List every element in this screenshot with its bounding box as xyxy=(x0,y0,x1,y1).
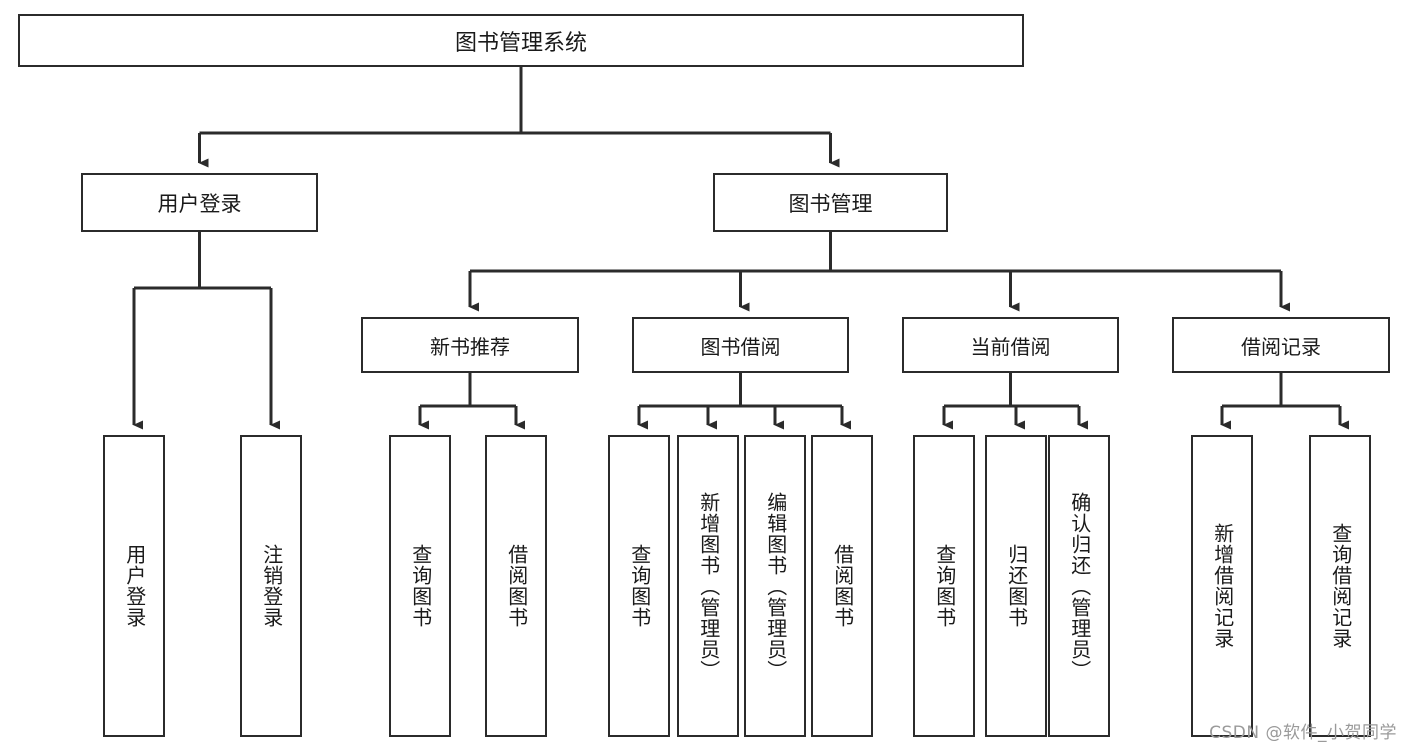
node-leaf-user-login[interactable]: 用户登录 xyxy=(103,435,165,737)
node-borrow-record[interactable]: 借阅记录 xyxy=(1172,317,1390,373)
node-label: 新书推荐 xyxy=(430,334,510,359)
node-leaf-confirm-return-admin[interactable]: 确认归还（管理员） xyxy=(1048,435,1110,737)
node-label: 用户登录 xyxy=(122,544,147,628)
node-book-manage[interactable]: 图书管理 xyxy=(713,173,948,232)
node-new-book-recommend[interactable]: 新书推荐 xyxy=(361,317,579,373)
node-label: 新增借阅记录 xyxy=(1210,523,1235,649)
node-label: 借阅记录 xyxy=(1241,334,1321,359)
node-label: 注销登录 xyxy=(259,544,284,628)
node-label: 查询借阅记录 xyxy=(1328,523,1353,649)
node-label: 图书借阅 xyxy=(700,334,781,359)
node-label: 借阅图书 xyxy=(504,544,529,628)
node-label: 用户登录 xyxy=(157,191,242,216)
node-label: 归还图书 xyxy=(1004,544,1029,628)
node-leaf-borrow-book-2[interactable]: 借阅图书 xyxy=(811,435,873,737)
node-book-borrow[interactable]: 图书借阅 xyxy=(632,317,849,373)
node-label: 新增图书（管理员） xyxy=(696,491,721,681)
node-label: 确认归还（管理员） xyxy=(1067,491,1092,681)
node-label: 查询图书 xyxy=(627,544,652,628)
node-label: 图书管理 xyxy=(788,191,873,216)
node-leaf-query-book-3[interactable]: 查询图书 xyxy=(913,435,975,737)
node-leaf-user-logout[interactable]: 注销登录 xyxy=(240,435,302,737)
node-leaf-add-book-admin[interactable]: 新增图书（管理员） xyxy=(677,435,739,737)
node-user-login[interactable]: 用户登录 xyxy=(81,173,318,232)
node-label: 查询图书 xyxy=(408,544,433,628)
node-leaf-add-borrow-record[interactable]: 新增借阅记录 xyxy=(1191,435,1253,737)
node-label: 当前借阅 xyxy=(970,334,1051,359)
node-leaf-borrow-book-1[interactable]: 借阅图书 xyxy=(485,435,547,737)
node-leaf-return-book[interactable]: 归还图书 xyxy=(985,435,1047,737)
node-current-borrow[interactable]: 当前借阅 xyxy=(902,317,1119,373)
node-leaf-edit-book-admin[interactable]: 编辑图书（管理员） xyxy=(744,435,806,737)
node-leaf-query-borrow-record[interactable]: 查询借阅记录 xyxy=(1309,435,1371,737)
node-label: 借阅图书 xyxy=(830,544,855,628)
csdn-watermark: CSDN @软件_小贺同学 xyxy=(1209,723,1397,743)
node-label: 图书管理系统 xyxy=(454,30,587,56)
node-label: 查询图书 xyxy=(932,544,957,628)
node-leaf-query-book-1[interactable]: 查询图书 xyxy=(389,435,451,737)
node-leaf-query-book-2[interactable]: 查询图书 xyxy=(608,435,670,737)
node-root[interactable]: 图书管理系统 xyxy=(18,14,1024,67)
node-label: 编辑图书（管理员） xyxy=(763,491,788,681)
